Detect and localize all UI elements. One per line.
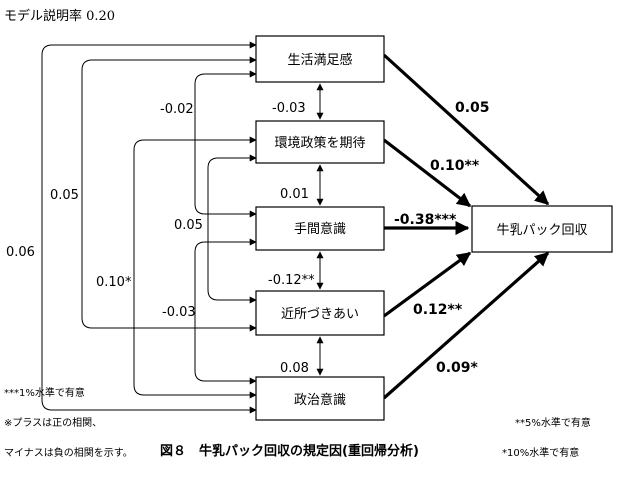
node-political: 政治意識 — [255, 376, 385, 421]
corr-label-sat-env: -0.03 — [272, 101, 306, 116]
note-significance-10pct: *10%水準で有意 — [502, 446, 579, 459]
node-env-policy-label: 環境政策を期待 — [274, 135, 365, 151]
corr-label-time-neigh: -0.12** — [268, 273, 315, 288]
corr-curve-env-neigh — [207, 154, 257, 304]
note-significance-5pct: **5%水準で有意 — [515, 416, 591, 429]
corr-label-sat-neigh: 0.05 — [50, 188, 79, 203]
coef-political: 0.09* — [436, 360, 479, 376]
path-arrow-satisfaction — [382, 53, 550, 206]
node-neighborhood-label: 近所づきあい — [281, 307, 359, 322]
node-outcome-label: 牛乳パック回収 — [496, 223, 587, 238]
correlation-curves — [41, 41, 324, 414]
corr-label-env-neigh: 0.05 — [174, 218, 203, 233]
note-plus: ※プラスは正の相関、 — [4, 416, 102, 429]
coef-env-policy: 0.10** — [430, 158, 480, 174]
model-fit-label: モデル説明率 0.20 — [4, 8, 115, 24]
node-satisfaction-label: 生活満足感 — [287, 52, 352, 68]
corr-curve-env-pol — [133, 136, 257, 399]
corr-curve-sat-neigh — [81, 56, 257, 332]
corr-label-sat-pol: 0.06 — [6, 245, 35, 260]
node-political-label: 政治意識 — [294, 392, 346, 408]
coef-time-awareness: -0.38*** — [394, 212, 457, 228]
coef-satisfaction: 0.05 — [455, 100, 490, 116]
corr-label-env-time: 0.01 — [280, 187, 309, 202]
coef-neighborhood: 0.12** — [413, 302, 463, 318]
node-env-policy: 環境政策を期待 — [255, 120, 385, 164]
corr-curve-sat-pol — [41, 41, 257, 414]
corr-label-sat-time: -0.02 — [160, 102, 194, 117]
corr-curve-time-pol — [194, 238, 257, 385]
corr-label-neigh-pol: 0.08 — [280, 361, 309, 376]
corr-label-time-pol: -0.03 — [162, 305, 196, 320]
node-satisfaction: 生活満足感 — [255, 35, 385, 83]
regression-arrows — [382, 53, 550, 400]
node-outcome: 牛乳パック回収 — [471, 205, 613, 253]
note-minus: マイナスは負の相関を示す。 — [4, 446, 133, 459]
path-arrow-political — [382, 251, 550, 400]
node-neighborhood: 近所づきあい — [255, 290, 385, 336]
node-time-awareness-label: 手間意識 — [294, 221, 346, 237]
note-significance-1pct: ***1%水準で有意 — [4, 386, 85, 399]
path-arrow-env-policy — [383, 138, 472, 208]
corr-curve-sat-time — [194, 70, 257, 218]
figure-caption: 図８ 牛乳パック回収の規定因(重回帰分析) — [160, 443, 419, 459]
corr-label-env-pol: 0.10* — [96, 275, 132, 290]
node-time-awareness: 手間意識 — [255, 206, 385, 251]
path-arrow-neighborhood — [383, 251, 472, 318]
